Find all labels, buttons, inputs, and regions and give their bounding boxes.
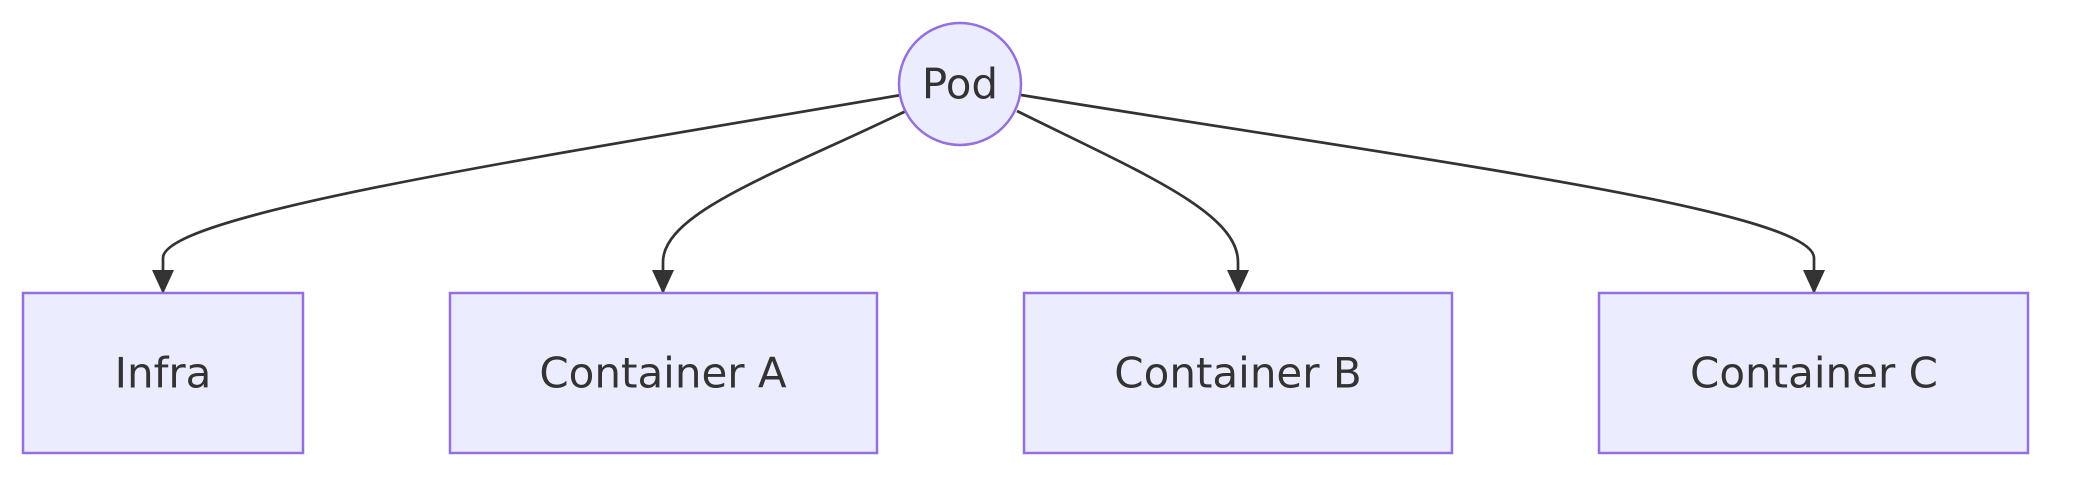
node-container-b-shape[interactable] — [1022, 291, 1454, 455]
node-container-c-label: Container C — [1690, 349, 1938, 398]
node-pod-label: Pod — [922, 60, 998, 109]
edge-pod-to-container-c — [1020, 93, 1825, 294]
node-container-c-shape[interactable] — [1597, 291, 2030, 455]
edge-pod-to-infra — [152, 93, 902, 294]
node-container-a-shape[interactable] — [448, 291, 879, 455]
node-infra-label: Infra — [115, 349, 212, 398]
node-pod-shape[interactable] — [897, 21, 1023, 147]
node-container-b[interactable]: Container B — [1022, 291, 1454, 455]
node-container-c[interactable]: Container C — [1597, 291, 2030, 455]
node-container-b-label: Container B — [1114, 349, 1361, 398]
node-container-a[interactable]: Container A — [448, 291, 879, 455]
edge-pod-to-container-a — [652, 109, 907, 294]
edges — [152, 93, 1825, 294]
node-infra-shape[interactable] — [21, 291, 305, 455]
node-container-a-label: Container A — [539, 349, 787, 398]
node-infra[interactable]: Infra — [21, 291, 305, 455]
edge-pod-to-container-b — [1016, 109, 1249, 294]
node-pod[interactable]: Pod — [897, 21, 1023, 147]
